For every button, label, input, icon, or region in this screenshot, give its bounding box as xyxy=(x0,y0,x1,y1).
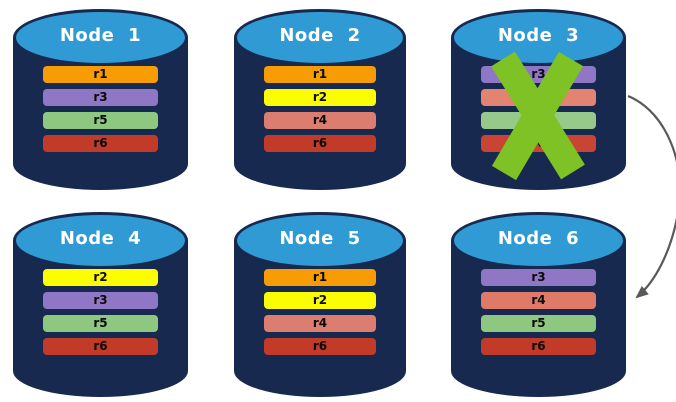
node-3-cylinder: r3 r4 r5 r6 Node 3 xyxy=(451,9,626,190)
replica-bar-r4: r4 xyxy=(481,292,596,309)
replica-bar-r1: r1 xyxy=(264,269,376,286)
replica-bar-r6: r6 xyxy=(264,135,376,152)
replica-label: r1 xyxy=(312,270,328,284)
replica-bar-r5: r5 xyxy=(481,112,596,129)
cylinder-top xyxy=(451,212,626,269)
replica-bar-r2: r2 xyxy=(264,89,376,106)
replica-bar-r6: r6 xyxy=(43,338,158,355)
replica-bar-r1: r1 xyxy=(43,66,158,83)
node-title: Node 3 xyxy=(497,25,580,46)
node-title: Node 6 xyxy=(497,228,580,249)
replica-bar-r3: r3 xyxy=(481,66,596,83)
replica-label: r6 xyxy=(531,136,546,150)
replica-bar-r4: r4 xyxy=(264,112,376,129)
replica-bar-r2: r2 xyxy=(43,269,158,286)
replica-bar-r6: r6 xyxy=(43,135,158,152)
replica-bar-r3: r3 xyxy=(481,269,596,286)
replica-label: r4 xyxy=(531,293,546,307)
replica-label: r2 xyxy=(312,90,328,104)
node-1-cylinder: r1 r3 r5 r6 Node 1 xyxy=(13,9,188,190)
node-title: Node 2 xyxy=(279,25,361,46)
replica-label: r4 xyxy=(531,90,546,104)
replica-label: r4 xyxy=(312,113,328,127)
replica-label: r3 xyxy=(93,90,108,104)
replica-bar-r5: r5 xyxy=(481,315,596,332)
replica-label: r5 xyxy=(93,113,108,127)
cylinder-top xyxy=(13,212,188,269)
replica-label: r6 xyxy=(312,339,328,353)
replica-bar-r4: r4 xyxy=(264,315,376,332)
node-title: Node 1 xyxy=(59,25,142,46)
replica-bar-r2: r2 xyxy=(264,292,376,309)
replica-bar-r6: r6 xyxy=(481,135,596,152)
node-5-cylinder: r1 r2 r4 r6 Node 5 xyxy=(234,212,406,397)
replica-bar-r1: r1 xyxy=(264,66,376,83)
replica-label: r5 xyxy=(531,113,546,127)
node-title: Node 5 xyxy=(279,228,361,249)
cylinder-top xyxy=(234,9,406,66)
replica-bar-r6: r6 xyxy=(481,338,596,355)
replica-label: r5 xyxy=(531,316,546,330)
replica-label: r3 xyxy=(531,270,546,284)
replica-label: r1 xyxy=(312,67,328,81)
replica-label: r4 xyxy=(312,316,328,330)
replica-label: r5 xyxy=(93,316,108,330)
replica-label: r1 xyxy=(93,67,108,81)
replica-bar-r3: r3 xyxy=(43,89,158,106)
replica-bar-r3: r3 xyxy=(43,292,158,309)
node-title: Node 4 xyxy=(59,228,142,249)
replica-label: r2 xyxy=(93,270,108,284)
node-4-cylinder: r2 r3 r5 r6 Node 4 xyxy=(13,212,188,397)
replica-label: r6 xyxy=(531,339,546,353)
failover-arrow-path xyxy=(627,94,676,299)
replica-label: r6 xyxy=(93,339,108,353)
replica-label: r6 xyxy=(312,136,328,150)
replica-bar-r4: r4 xyxy=(481,89,596,106)
cylinder-top xyxy=(13,9,188,66)
replica-label: r3 xyxy=(93,293,108,307)
replica-label: r3 xyxy=(531,67,546,81)
replica-label: r2 xyxy=(312,293,328,307)
replica-label: r6 xyxy=(93,136,108,150)
replica-bar-r6: r6 xyxy=(264,338,376,355)
cylinder-top xyxy=(234,212,406,269)
node-6-cylinder: r3 r4 r5 r6 Node 6 xyxy=(451,212,626,397)
replica-bar-r5: r5 xyxy=(43,112,158,129)
replica-bar-r5: r5 xyxy=(43,315,158,332)
node-2-cylinder: r1 r2 r4 r6 Node 2 xyxy=(234,9,406,190)
